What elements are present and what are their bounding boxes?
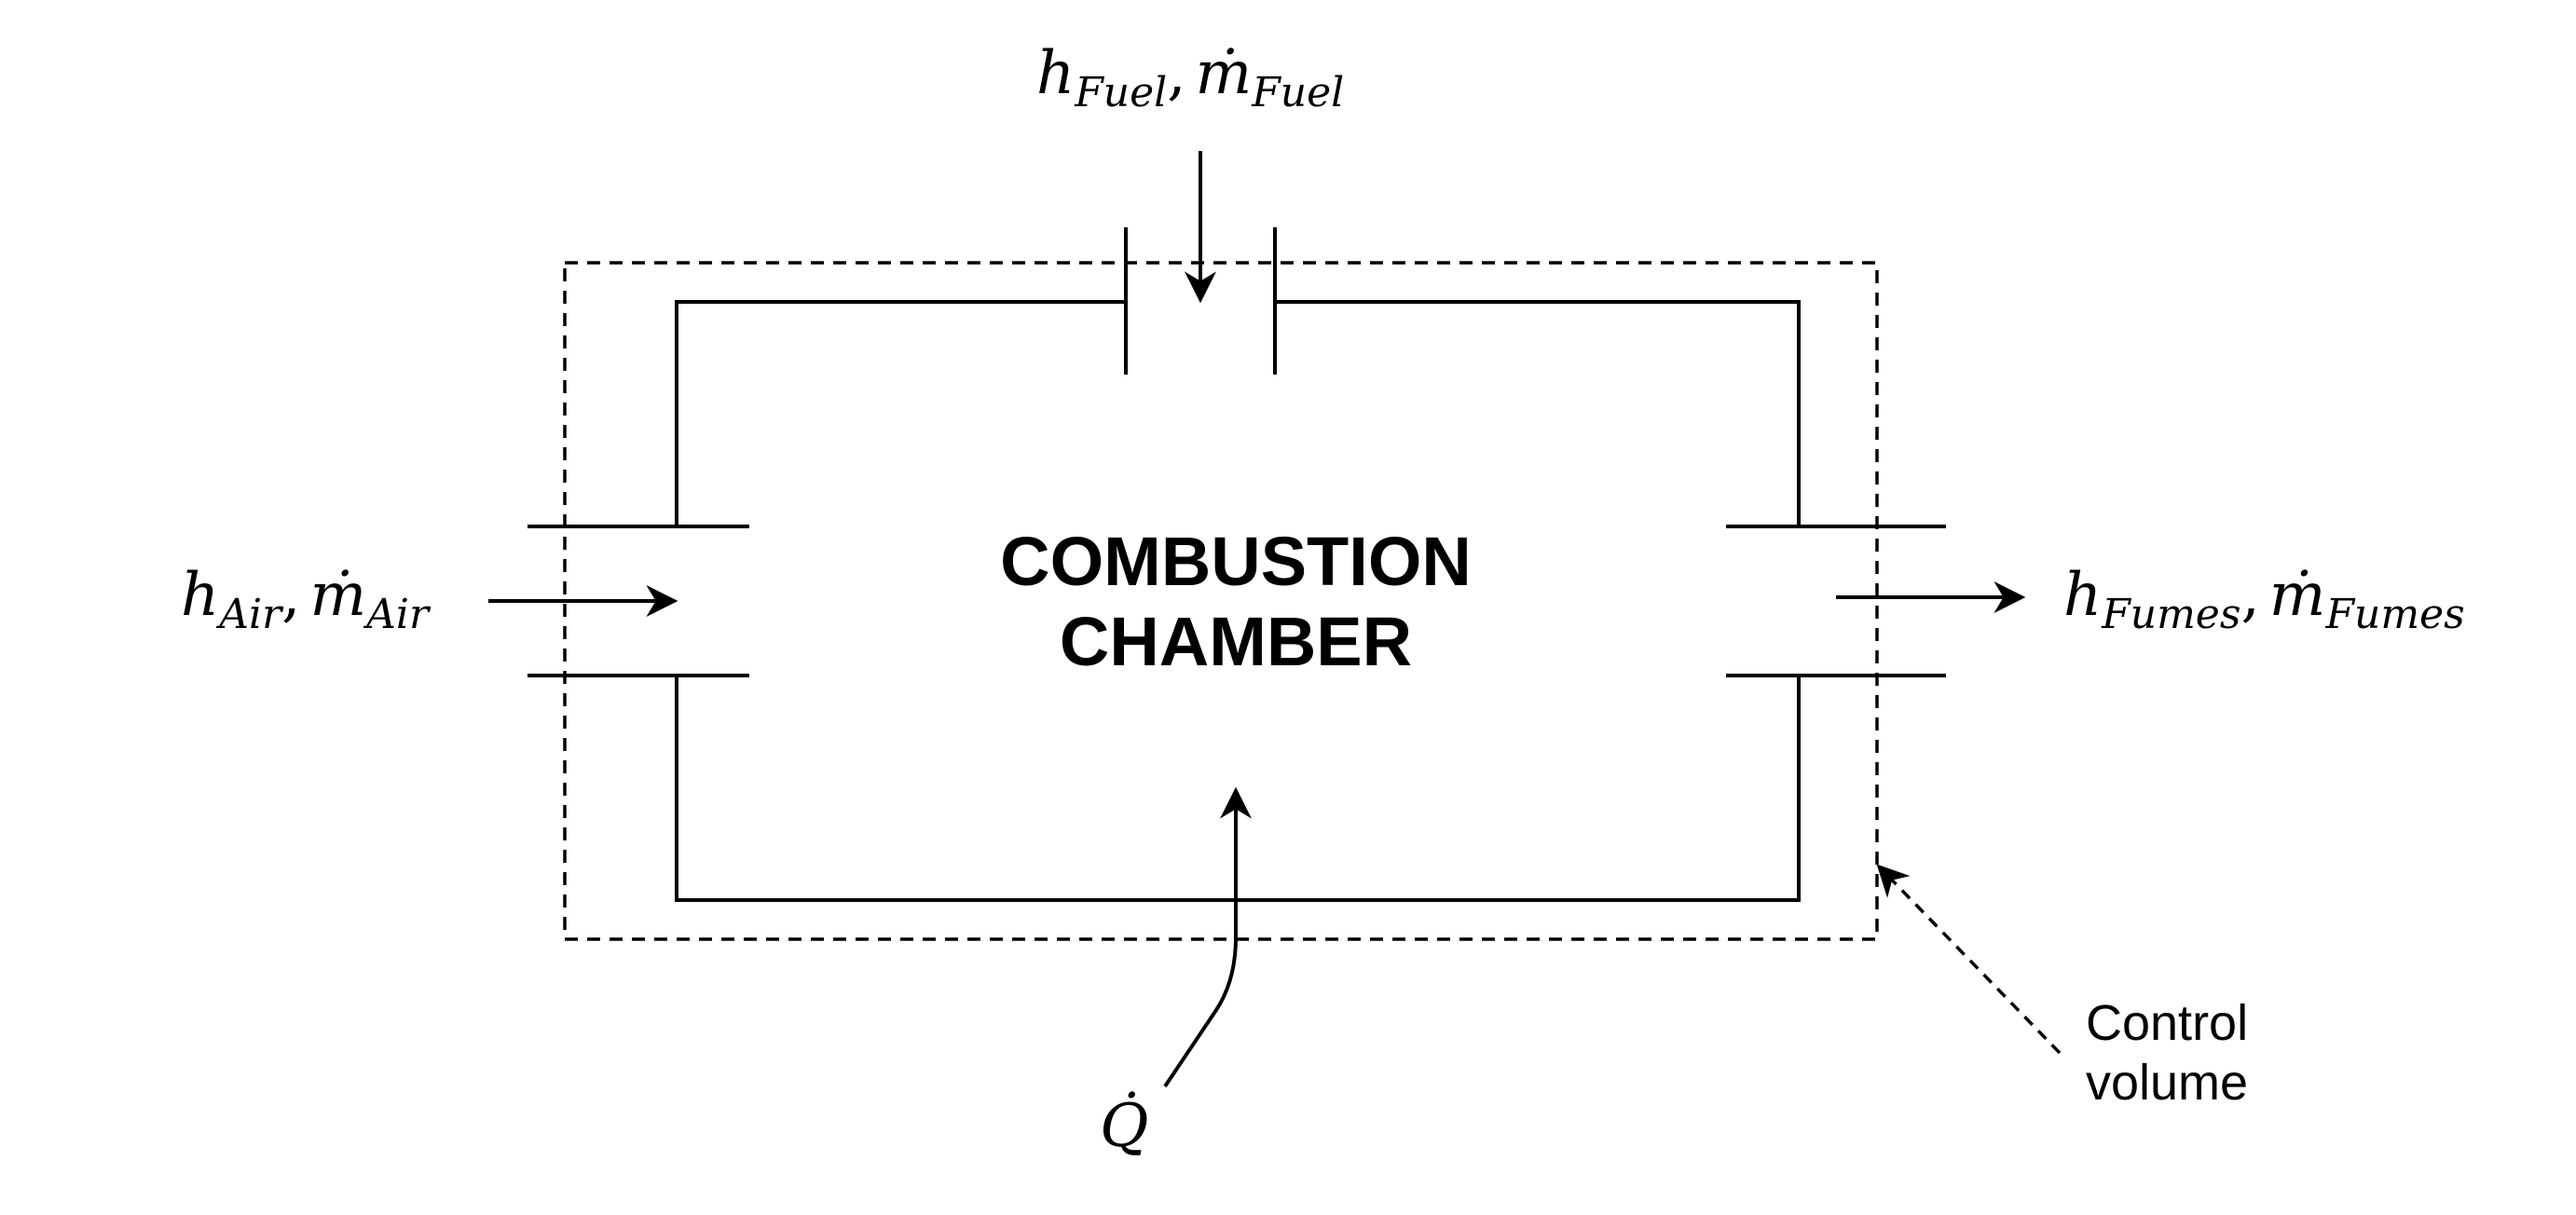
chamber-title-line2: CHAMBER xyxy=(1060,603,1412,680)
fuel-stream-label: hFuel,ṁFuel xyxy=(1036,39,1344,116)
fuel-massflow-symbol: ṁ xyxy=(1196,39,1253,108)
heat-input-label: Q̇ xyxy=(1100,1090,1148,1161)
fumes-massflow-symbol: ṁ xyxy=(2269,561,2326,630)
fuel-massflow-subscript: Fuel xyxy=(1251,69,1344,116)
fuel-enthalpy-subscript: Fuel xyxy=(1074,69,1167,116)
air-stream-label: hAir,ṁAir xyxy=(181,561,432,638)
fuel-enthalpy-symbol: h xyxy=(1036,39,1075,108)
fumes-separator: , xyxy=(2240,561,2259,630)
control-volume-pointer-arrow xyxy=(1876,864,2062,1055)
air-massflow-subscript: Air xyxy=(363,591,432,638)
control-volume-label-line1: Control xyxy=(2086,995,2248,1051)
chamber-wall-top-left xyxy=(675,300,1126,526)
air-enthalpy-subscript: Air xyxy=(215,591,284,638)
fumes-enthalpy-subscript: Fumes xyxy=(2101,591,2240,638)
control-volume-label-line2: volume xyxy=(2086,1055,2248,1111)
chamber-wall-top-right xyxy=(1275,300,1801,526)
air-enthalpy-symbol: h xyxy=(181,561,219,630)
fumes-enthalpy-symbol: h xyxy=(2063,561,2102,630)
fumes-massflow-subscript: Fumes xyxy=(2324,591,2464,638)
fuel-separator: , xyxy=(1167,39,1185,108)
air-separator: , xyxy=(281,561,300,630)
chamber-title-line1: COMBUSTION xyxy=(1000,523,1472,600)
heat-input-arrow xyxy=(1163,786,1252,1088)
fumes-stream-label: hFumes,ṁFumes xyxy=(2063,561,2465,638)
air-massflow-symbol: ṁ xyxy=(309,561,366,630)
control-volume-boundary xyxy=(563,261,1879,941)
